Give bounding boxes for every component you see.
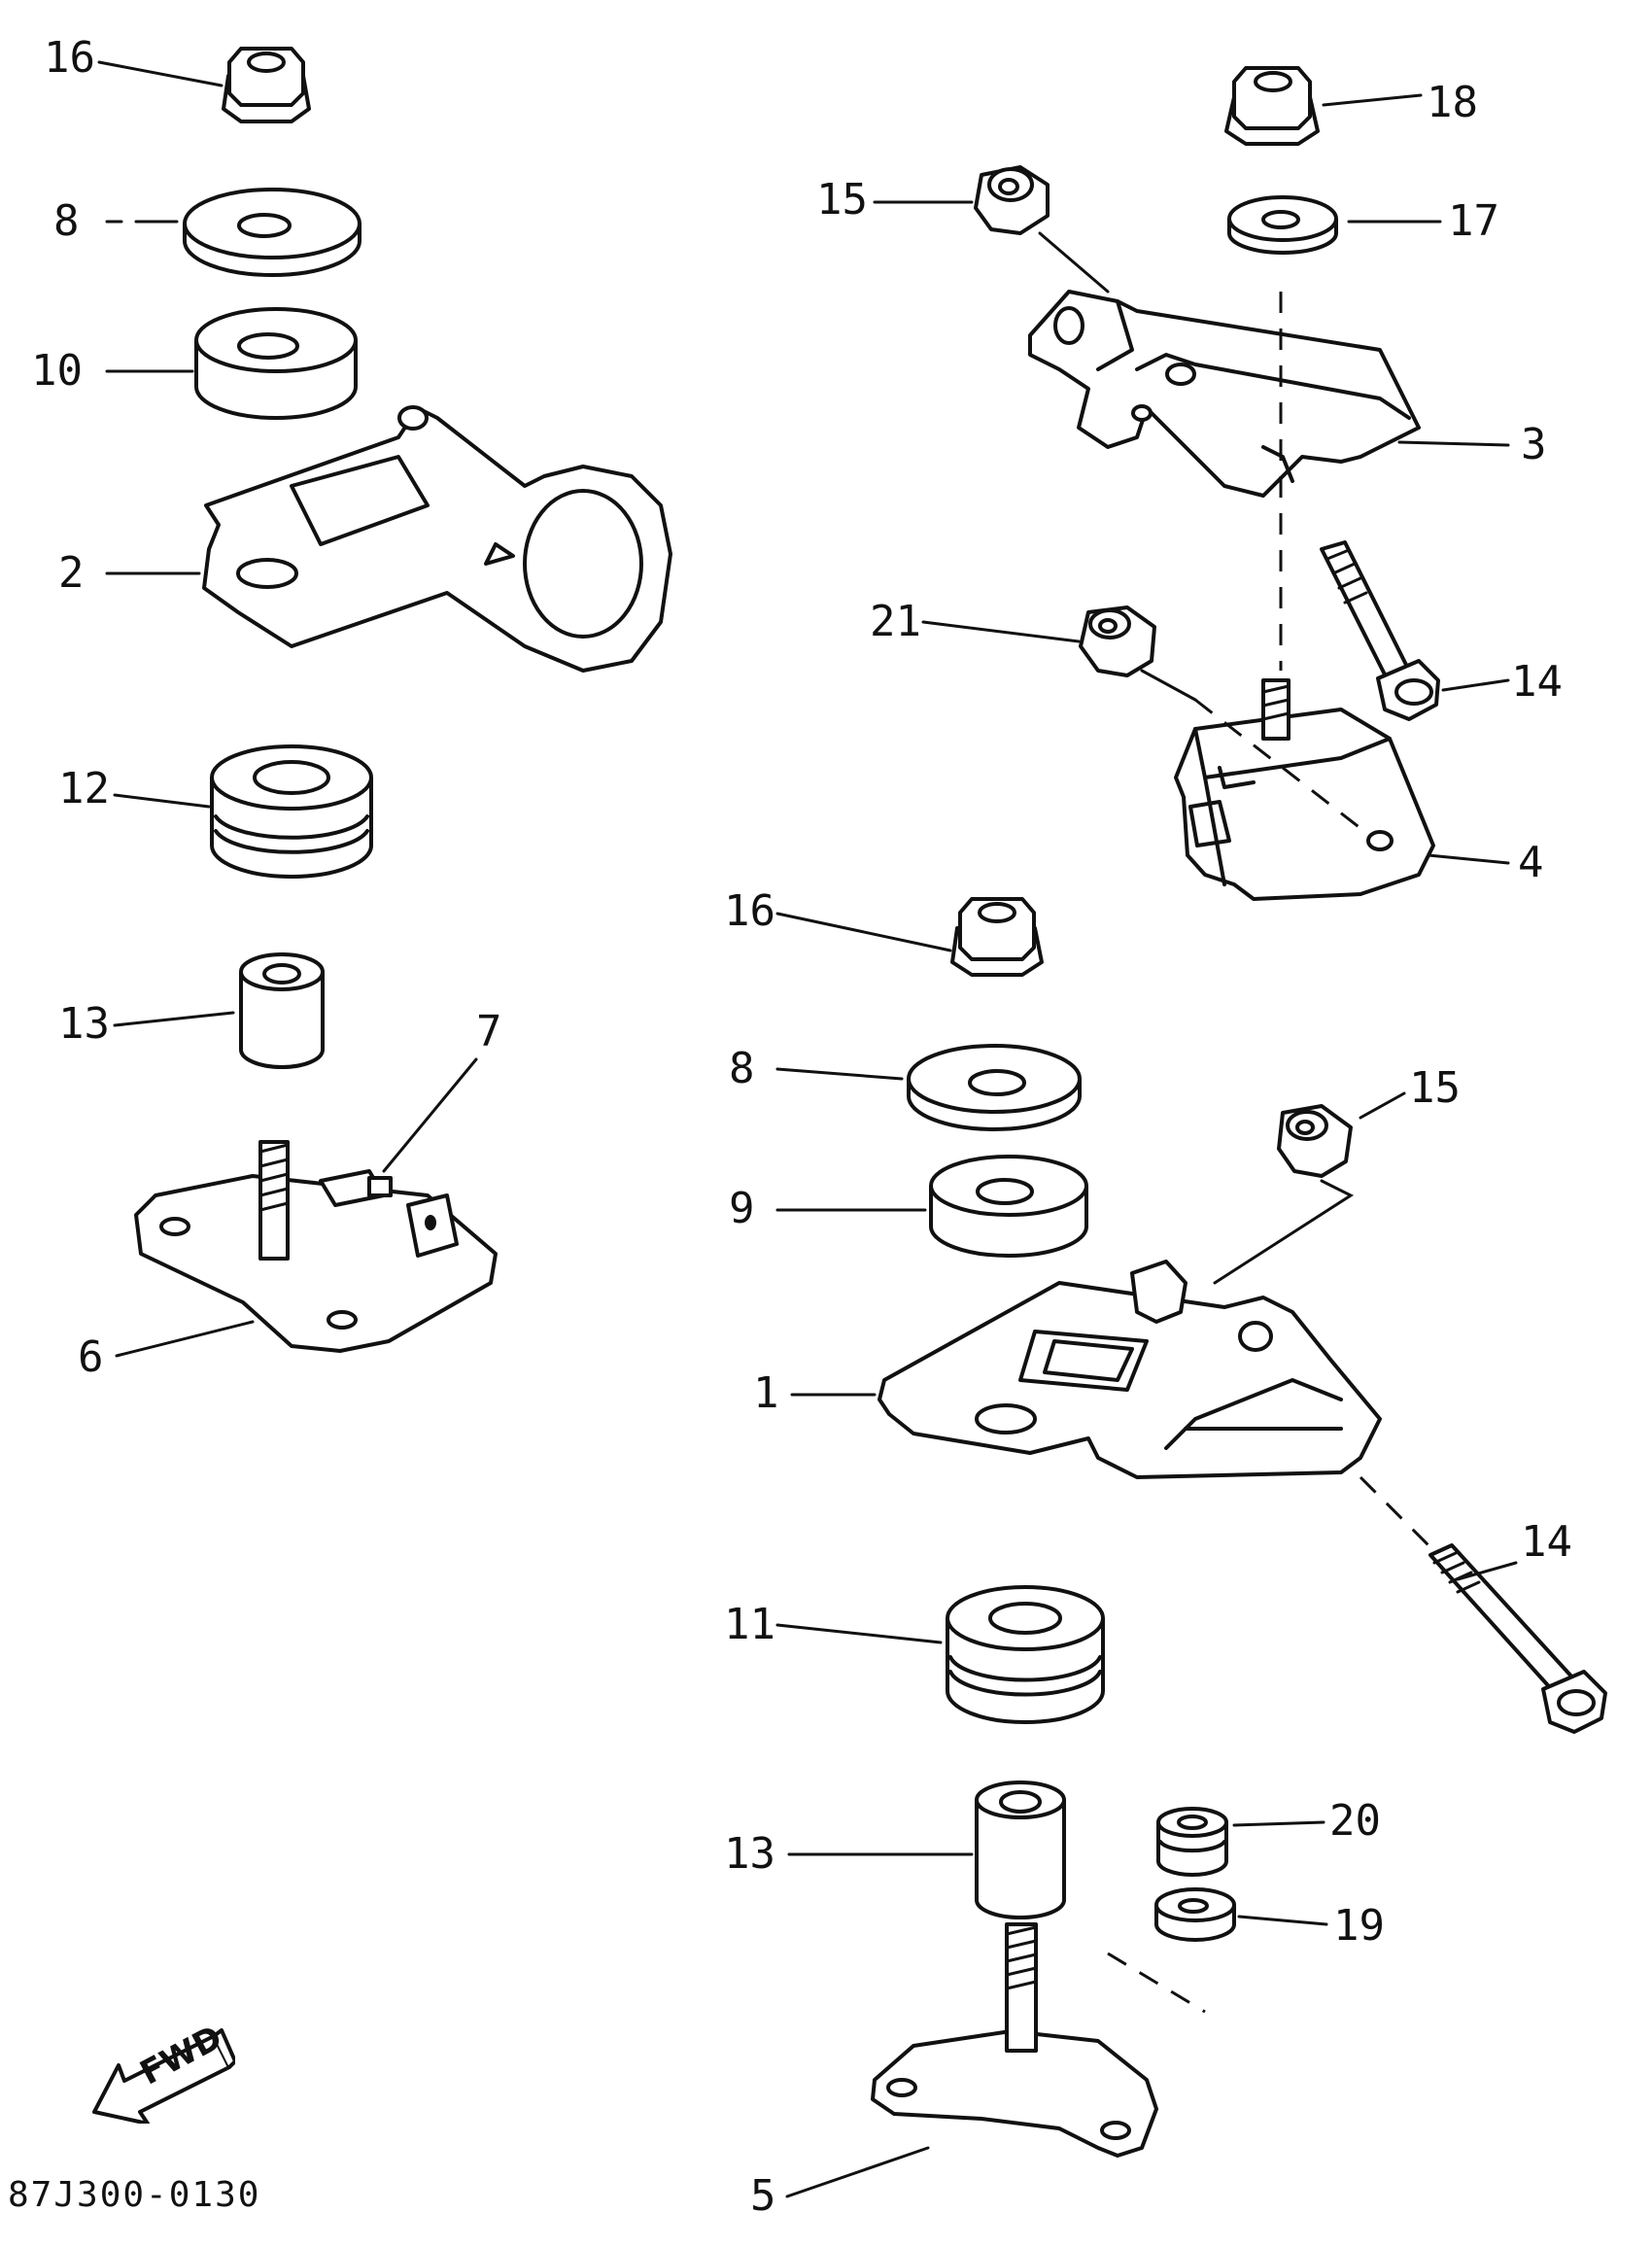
part-21-nut	[1079, 605, 1156, 677]
label-15-upper: 15	[816, 175, 868, 225]
part-15-nut-upper	[974, 165, 1050, 235]
label-13-left: 13	[58, 999, 110, 1049]
part-16-nut-top	[222, 47, 311, 123]
label-7: 7	[476, 1007, 502, 1056]
part-5-plate	[871, 1922, 1158, 2158]
part-14-bolt-lower	[1428, 1543, 1607, 1734]
label-16-top: 16	[44, 33, 95, 83]
label-11: 11	[724, 1600, 775, 1649]
part-16-nut-middle	[950, 897, 1044, 977]
label-19: 19	[1333, 1901, 1385, 1951]
label-18: 18	[1427, 78, 1478, 127]
label-14-upper: 14	[1511, 657, 1563, 707]
part-14-bolt-upper	[1320, 540, 1440, 721]
label-13-lower: 13	[724, 1829, 775, 1879]
drawing-code: 87J300-0130	[8, 2175, 261, 2215]
part-9-grommet	[929, 1155, 1088, 1258]
label-17: 17	[1448, 196, 1499, 246]
part-12-mount-rubber	[210, 744, 373, 879]
label-10: 10	[31, 346, 83, 396]
label-5: 5	[750, 2171, 776, 2221]
label-12: 12	[58, 764, 110, 813]
label-15-lower: 15	[1409, 1063, 1461, 1113]
label-9: 9	[729, 1184, 755, 1233]
alignment-lines	[1038, 231, 1440, 2014]
part-3-upper-bracket	[1028, 290, 1421, 498]
label-1: 1	[753, 1368, 779, 1418]
part-11-mount-rubber	[946, 1585, 1105, 1724]
part-4-mount-block	[1174, 678, 1435, 901]
label-8-left: 8	[53, 196, 80, 246]
label-2: 2	[58, 548, 85, 598]
label-21: 21	[870, 597, 921, 646]
part-8-washer-middle	[907, 1044, 1082, 1131]
part-15-nut-lower	[1277, 1104, 1353, 1178]
leader-lines	[97, 60, 1518, 2198]
label-6: 6	[78, 1332, 104, 1382]
part-18-nut-top-right	[1224, 66, 1320, 146]
label-14-lower: 14	[1521, 1517, 1572, 1567]
part-20-bushing	[1156, 1807, 1228, 1877]
part-10-grommet	[194, 307, 358, 420]
fwd-arrow-icon	[92, 2028, 235, 2124]
label-20: 20	[1329, 1796, 1381, 1846]
part-17-washer	[1227, 195, 1338, 255]
label-3: 3	[1521, 420, 1547, 469]
part-8-washer-left	[183, 188, 361, 277]
part-2-bracket	[202, 405, 672, 673]
part-1-lower-bracket	[878, 1260, 1382, 1479]
label-4: 4	[1518, 838, 1544, 887]
part-19-washer	[1154, 1887, 1236, 1942]
part-6-plate-stud	[134, 1140, 498, 1353]
part-13-collar-left	[239, 952, 325, 1069]
label-16-middle: 16	[724, 886, 775, 936]
label-8-middle: 8	[729, 1044, 755, 1093]
part-13-collar-lower	[975, 1780, 1066, 1919]
